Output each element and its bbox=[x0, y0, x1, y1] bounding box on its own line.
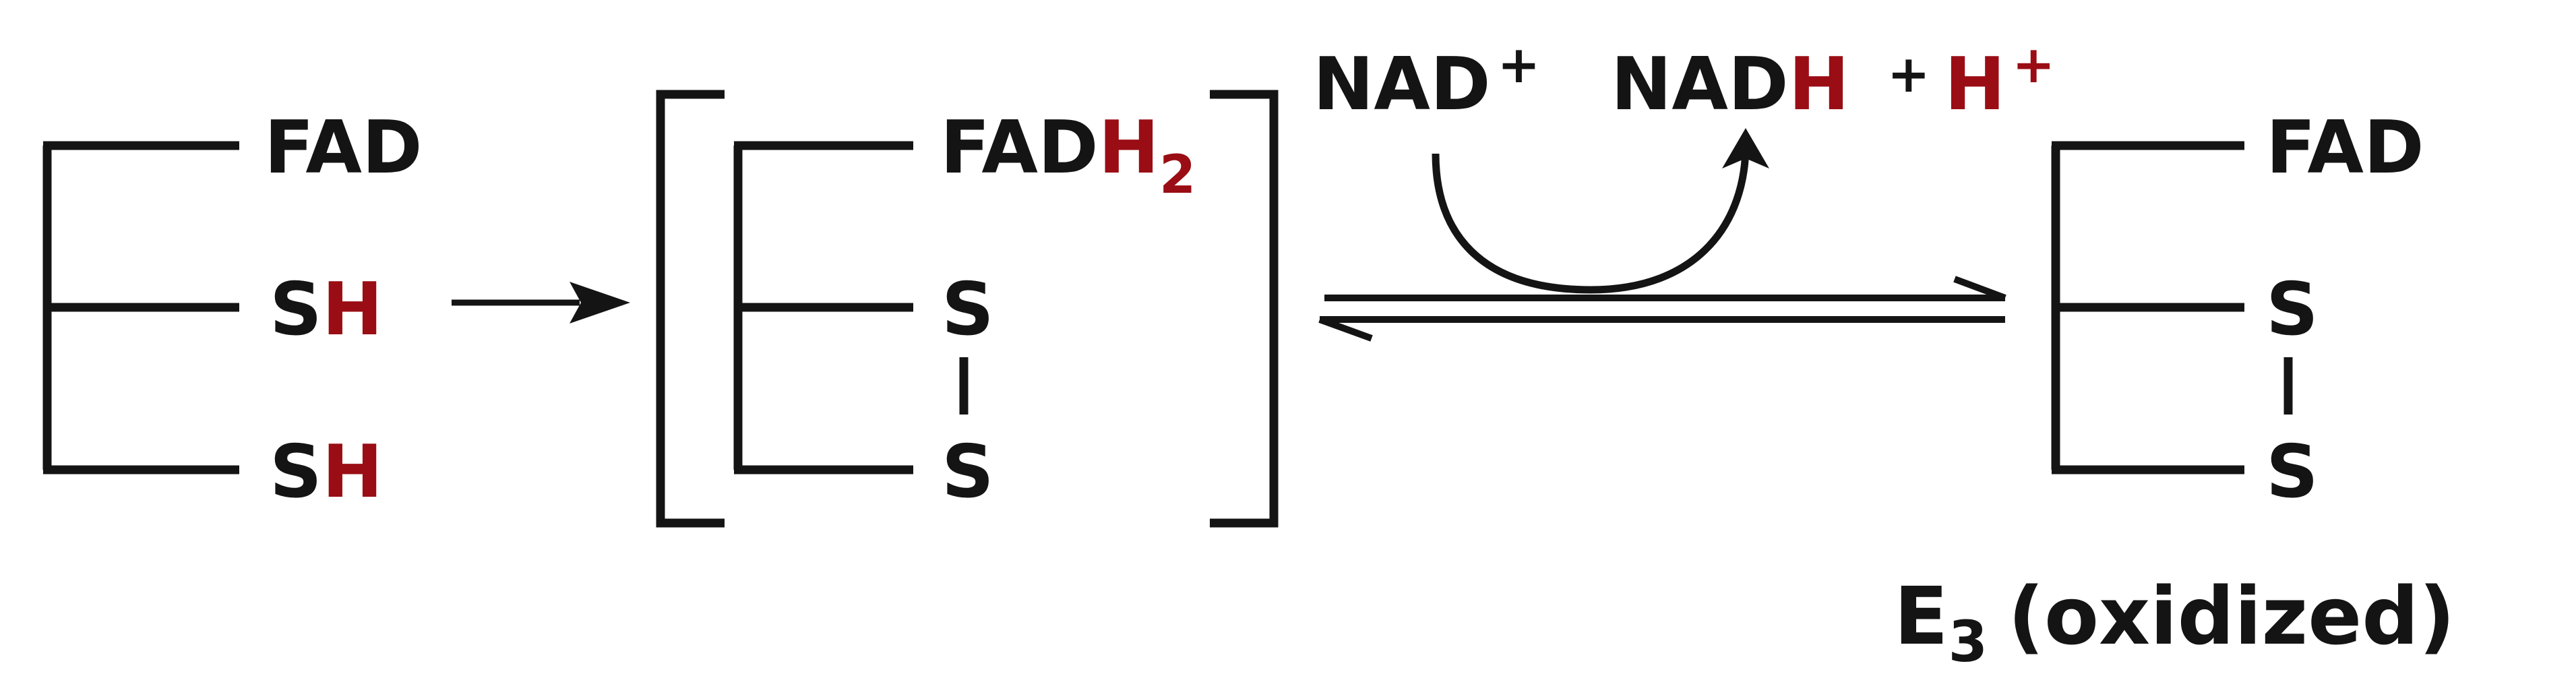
caption-oxidized: (oxidized) bbox=[2008, 570, 2455, 663]
middle-fad-text: FAD bbox=[940, 106, 1099, 190]
left-sulfur-top: S bbox=[270, 268, 322, 352]
nad-charge: + bbox=[1498, 34, 1541, 94]
proton-label: H+ bbox=[1944, 34, 2055, 127]
middle-h2-hydrogen: H bbox=[1099, 106, 1159, 190]
nadh-label: NADH bbox=[1611, 42, 1849, 127]
middle-fadh2-label: FADH2 bbox=[940, 106, 1196, 206]
nad-curved-arrow bbox=[1432, 144, 1750, 294]
right-square-bracket bbox=[1210, 90, 1279, 528]
caption-subscript: 3 bbox=[1949, 609, 1988, 674]
nad-plus-label: NAD+ bbox=[1313, 34, 1540, 127]
equilibrium-reverse-barb bbox=[1318, 316, 1373, 342]
proton-hydrogen: H bbox=[1944, 42, 2005, 127]
right-enzyme bbox=[2051, 141, 2293, 474]
left-sulfur-bottom: S bbox=[270, 430, 322, 514]
caption-e: E bbox=[1894, 570, 1949, 663]
middle-sulfur-bottom: S bbox=[942, 430, 994, 514]
left-enzyme bbox=[42, 141, 239, 474]
nad-text: NAD bbox=[1313, 42, 1491, 127]
right-fad-label: FAD bbox=[2266, 106, 2424, 190]
middle-sulfur-top: S bbox=[942, 268, 994, 352]
right-sulfur-top: S bbox=[2266, 268, 2319, 352]
nadh-base-text: NAD bbox=[1611, 42, 1789, 127]
proton-charge: + bbox=[2012, 34, 2055, 94]
forward-arrowhead bbox=[570, 282, 630, 324]
middle-h2-subscript: 2 bbox=[1159, 145, 1196, 206]
cofactor-group: NAD+ NADH + H+ bbox=[1313, 34, 2055, 294]
forward-arrow bbox=[452, 282, 630, 324]
left-square-bracket bbox=[656, 90, 725, 528]
cofactor-plus-sign: + bbox=[1887, 44, 1930, 104]
nad-curved-arrowhead bbox=[1722, 128, 1769, 168]
e3-oxidized-caption: E3 (oxidized) bbox=[1894, 570, 2455, 674]
left-fad-label: FAD bbox=[264, 106, 423, 190]
equilibrium-arrows bbox=[1318, 276, 2006, 342]
middle-intermediate bbox=[656, 90, 1279, 528]
right-sulfur-bottom: S bbox=[2266, 430, 2319, 514]
left-hydrogen-bottom: H bbox=[322, 430, 383, 514]
nadh-hydrogen: H bbox=[1789, 42, 1849, 127]
left-sh-bottom-label: SH bbox=[270, 430, 383, 514]
left-hydrogen-top: H bbox=[322, 268, 383, 352]
equilibrium-forward-barb bbox=[1953, 276, 2006, 301]
left-sh-top-label: SH bbox=[270, 268, 383, 352]
